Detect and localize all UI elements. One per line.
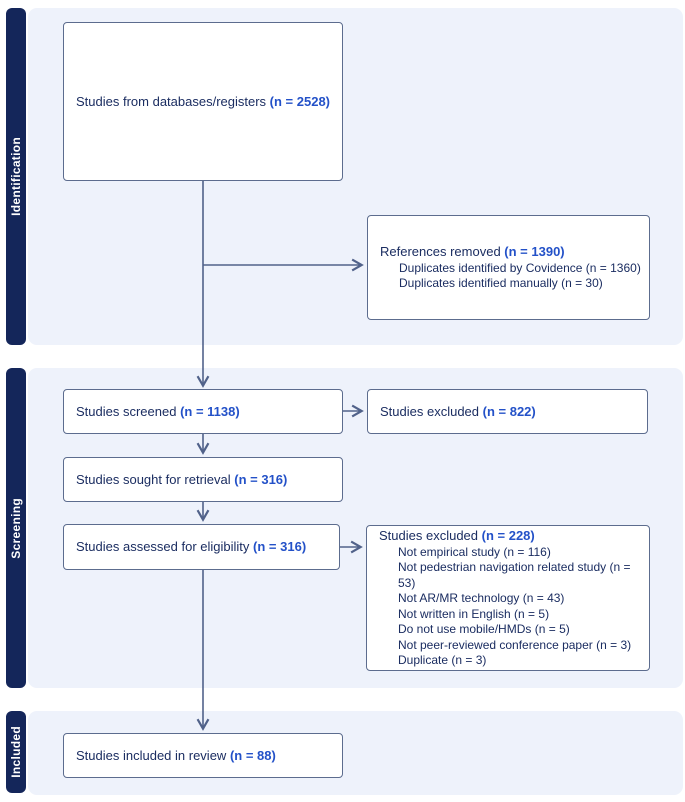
sub-item: Not pedestrian navigation related study … (398, 560, 631, 590)
sub-item: Not empirical study (n = 116) (398, 544, 551, 559)
box-references-removed: References removed (n = 1390) Duplicates… (367, 215, 650, 320)
included-label: Included (9, 726, 23, 778)
box-text: Studies screened (n = 1138) (76, 403, 240, 419)
box-studies-included: Studies included in review (n = 88) (63, 733, 343, 778)
screening-sidebar: Screening (6, 368, 26, 688)
box-sub-items: Not empirical study (n = 116) Not pedest… (379, 545, 641, 669)
box-studies-sought: Studies sought for retrieval (n = 316) (63, 457, 343, 502)
sub-item: Duplicates identified by Covidence (n = … (399, 260, 641, 275)
identification-label: Identification (9, 137, 23, 216)
sub-item: Not AR/MR technology (n = 43) (398, 591, 565, 605)
box-text: Studies excluded (n = 822) (380, 403, 536, 419)
screening-label: Screening (9, 497, 23, 559)
box-text: Studies from databases/registers (n = 25… (76, 93, 331, 109)
box-studies-assessed: Studies assessed for eligibility (n = 31… (63, 524, 340, 570)
identification-sidebar: Identification (6, 8, 26, 345)
included-sidebar: Included (6, 711, 26, 793)
sub-item: Duplicates identified manually (n = 30) (399, 276, 603, 290)
box-text: Studies excluded (n = 228) (379, 527, 535, 543)
box-studies-excluded-eligibility: Studies excluded (n = 228) Not empirical… (366, 525, 650, 671)
box-text: Studies assessed for eligibility (n = 31… (76, 539, 307, 554)
box-studies-screened: Studies screened (n = 1138) (63, 389, 343, 434)
sub-item: Do not use mobile/HMDs (n = 5) (398, 622, 570, 636)
box-text: Studies sought for retrieval (n = 316) (76, 471, 288, 487)
sub-item: Duplicate (n = 3) (398, 653, 487, 667)
box-studies-from-databases: Studies from databases/registers (n = 25… (63, 22, 343, 181)
box-text: Studies included in review (n = 88) (76, 747, 276, 763)
box-studies-excluded-screening: Studies excluded (n = 822) (367, 389, 648, 434)
sub-item: Not peer-reviewed conference paper (n = … (398, 637, 632, 652)
sub-item: Not written in English (n = 5) (398, 606, 550, 621)
box-text: References removed (n = 1390) (380, 243, 565, 259)
box-sub-items: Duplicates identified by Covidence (n = … (380, 261, 641, 292)
